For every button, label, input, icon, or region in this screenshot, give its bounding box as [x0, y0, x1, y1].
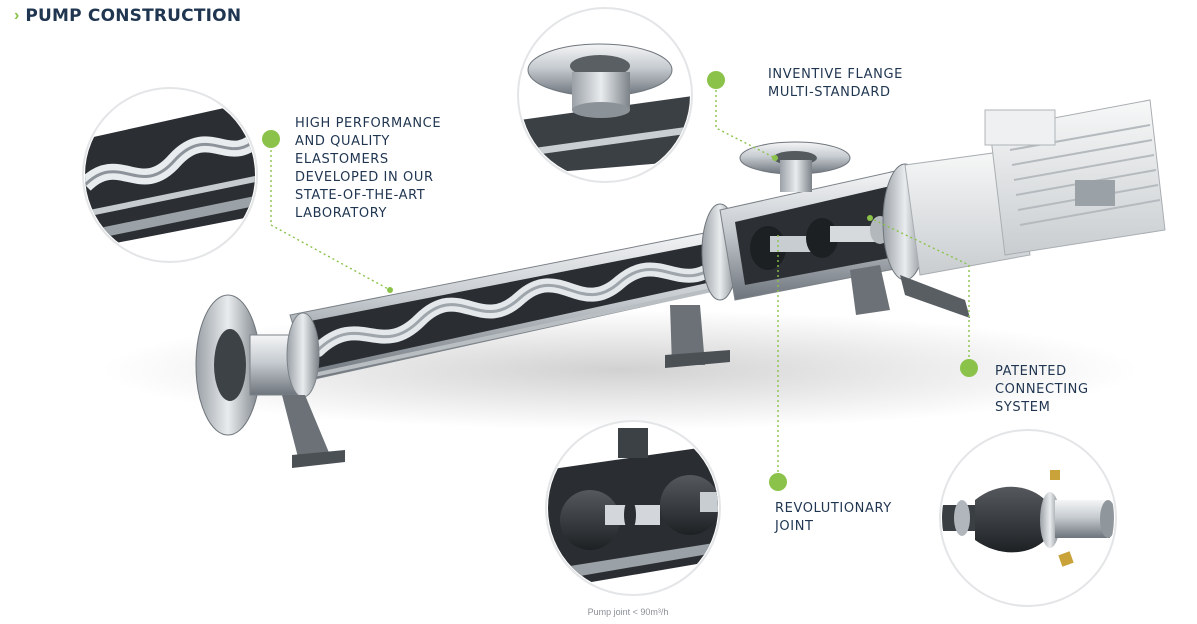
leader-connecting	[869, 217, 970, 367]
pump-body	[195, 99, 1166, 468]
callout-line: HIGH PERFORMANCE	[295, 116, 442, 131]
marker-dot-joint	[769, 473, 787, 491]
detail-circle-elastomers	[82, 87, 258, 263]
page-header: › PUMP CONSTRUCTION	[14, 6, 241, 26]
leader-lines	[270, 85, 970, 482]
callout-line: ELASTOMERS	[295, 152, 389, 167]
leader-elastomers	[270, 145, 391, 291]
image-caption: Pump joint < 90m³/h	[587, 607, 669, 617]
anchor-dot-flange	[772, 155, 778, 161]
callout-joint: REVOLUTIONARY JOINT	[775, 500, 892, 536]
callout-line: REVOLUTIONARY	[775, 501, 892, 516]
detail-circle-joint	[545, 420, 721, 596]
anchor-dot-connecting	[867, 215, 873, 221]
callout-line: MULTI-STANDARD	[768, 85, 891, 100]
callout-line: STATE-OF-THE-ART	[295, 188, 426, 203]
anchor-dot-elastomers	[387, 287, 393, 293]
marker-dot-connecting	[960, 359, 978, 377]
callout-line: PATENTED	[995, 364, 1067, 379]
callout-flange: INVENTIVE FLANGE MULTI-STANDARD	[768, 66, 903, 102]
callout-line: AND QUALITY	[295, 134, 390, 149]
callout-line: INVENTIVE FLANGE	[768, 67, 903, 82]
marker-dot-flange	[707, 71, 725, 89]
callout-line: CONNECTING	[995, 382, 1089, 397]
callout-line: SYSTEM	[995, 400, 1051, 415]
chevron-icon: ›	[14, 7, 20, 24]
detail-circle-connecting	[939, 429, 1117, 607]
callout-connecting: PATENTED CONNECTING SYSTEM	[995, 363, 1089, 417]
callout-line: DEVELOPED IN OUR	[295, 170, 434, 185]
marker-dot-elastomers	[262, 130, 280, 148]
callout-elastomers: HIGH PERFORMANCE AND QUALITY ELASTOMERS …	[295, 115, 441, 223]
page-title: PUMP CONSTRUCTION	[25, 6, 242, 26]
callout-line: LABORATORY	[295, 206, 388, 221]
callout-line: JOINT	[775, 519, 814, 534]
detail-circle-flange	[517, 7, 693, 183]
